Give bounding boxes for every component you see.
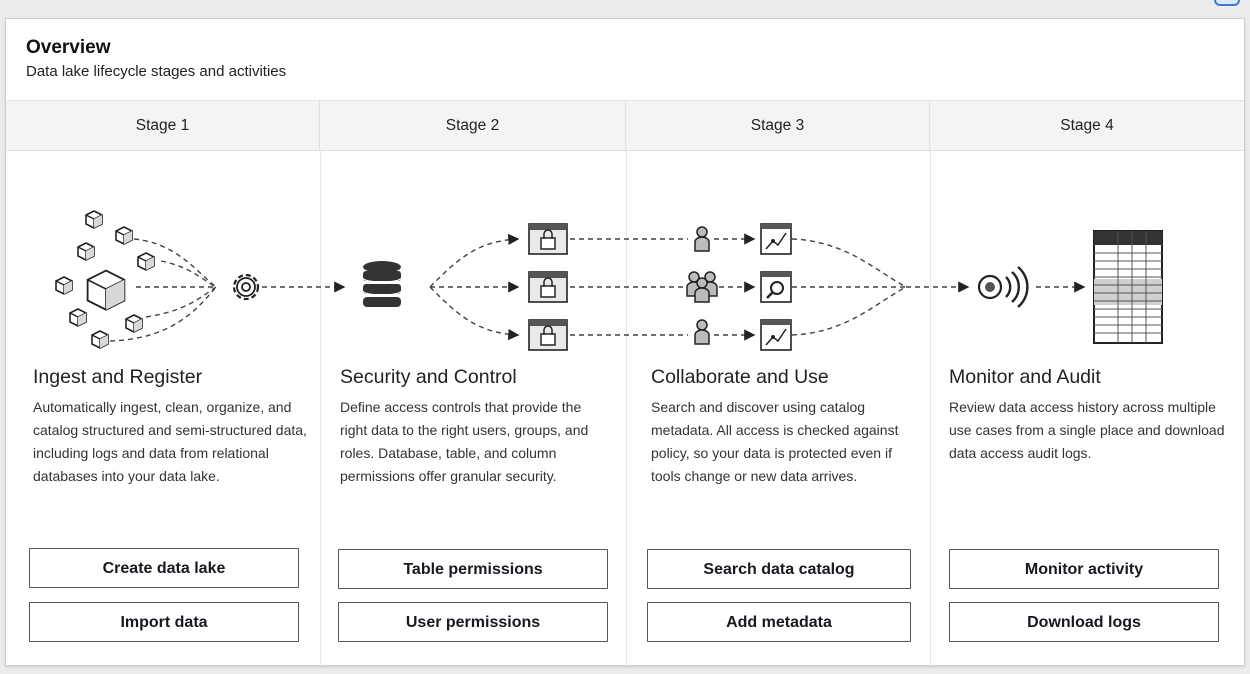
column-divider [320, 151, 321, 666]
stage-1-description: Automatically ingest, clean, organize, a… [33, 399, 307, 484]
table-permissions-button[interactable]: Table permissions [338, 549, 608, 589]
stage-4-header: Stage 4 [1060, 117, 1114, 134]
panel-header: Overview Data lake lifecycle stages and … [6, 19, 1244, 101]
search-window-icon [760, 271, 792, 303]
stage-2-header: Stage 2 [320, 101, 626, 151]
lock-window-icon [528, 319, 568, 351]
monitor-activity-button[interactable]: Monitor activity [949, 549, 1219, 589]
search-data-catalog-button[interactable]: Search data catalog [647, 549, 911, 589]
table-spreadsheet-icon [1093, 230, 1163, 344]
users-group-icon [686, 271, 718, 303]
user-permissions-button[interactable]: User permissions [338, 602, 608, 642]
broadcast-icon [977, 266, 1029, 308]
user-icon [694, 226, 710, 252]
stage-2-content: Security and Control Define access contr… [340, 364, 608, 488]
stage-3-title: Collaborate and Use [651, 366, 829, 388]
page-subtitle: Data lake lifecycle stages and activitie… [26, 63, 287, 80]
stage-header-row: Stage 1 Stage 2 Stage 3 Stage 4 [6, 101, 1244, 151]
lifecycle-diagram [55, 210, 1163, 351]
stage-1-header: Stage 1 [6, 101, 320, 151]
add-metadata-button[interactable]: Add metadata [647, 602, 911, 642]
column-divider [930, 151, 931, 666]
stage-2-title: Security and Control [340, 366, 517, 388]
column-divider [626, 151, 627, 666]
chart-window-icon [760, 223, 792, 255]
database-icon [362, 261, 402, 307]
page-title: Overview [26, 37, 111, 58]
overview-panel: Overview Data lake lifecycle stages and … [5, 18, 1245, 666]
cube-cluster-icon [55, 210, 155, 349]
chart-window-icon [760, 319, 792, 351]
stage-1-title: Ingest and Register [33, 366, 203, 388]
stage-1-content: Ingest and Register Automatically ingest… [33, 364, 308, 488]
create-data-lake-button[interactable]: Create data lake [29, 548, 299, 588]
stage-4-description: Review data access history across multip… [949, 399, 1225, 461]
stage-4-content: Monitor and Audit Review data access his… [949, 364, 1229, 465]
import-data-button[interactable]: Import data [29, 602, 299, 642]
lock-window-icon [528, 223, 568, 255]
stage-4-title: Monitor and Audit [949, 366, 1101, 388]
download-logs-button[interactable]: Download logs [949, 602, 1219, 642]
stage-3-header: Stage 3 [626, 101, 930, 151]
stage-3-content: Collaborate and Use Search and discover … [651, 364, 906, 488]
lock-window-icon [528, 271, 568, 303]
corner-help-button[interactable] [1214, 0, 1240, 6]
user-icon [694, 319, 710, 345]
stage-3-description: Search and discover using catalog metada… [651, 399, 899, 484]
stage-2-description: Define access controls that provide the … [340, 399, 589, 484]
gear-icon [232, 273, 260, 301]
